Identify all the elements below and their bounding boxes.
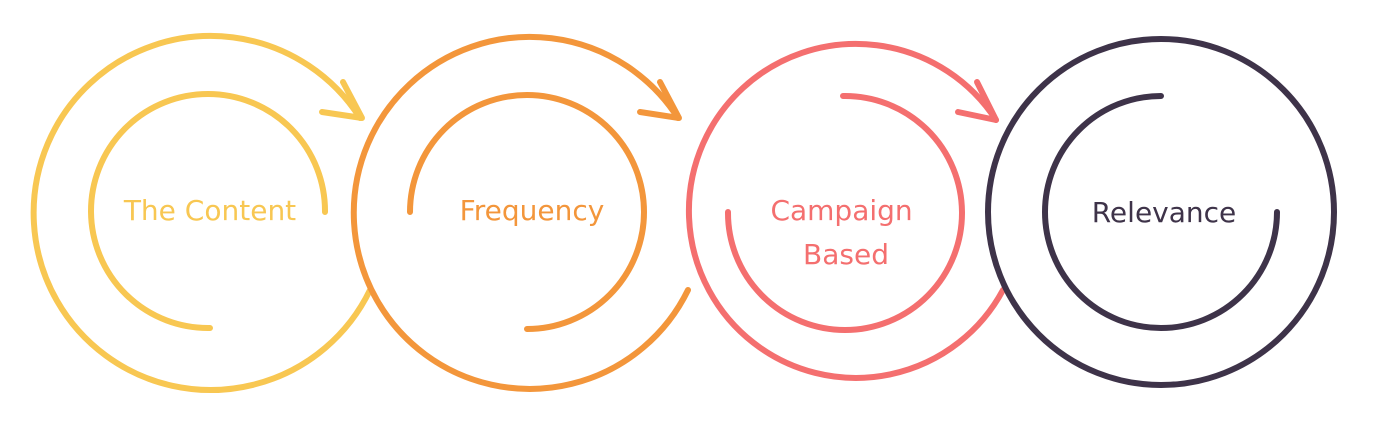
stage-label-line: Campaign [770,194,912,227]
arrowhead-icon [955,79,999,123]
stage-frequency: Frequency [350,33,691,392]
stage-label-line: Frequency [460,194,605,227]
stage-relevance: Relevance [985,36,1337,388]
circular-arrow-icon [685,40,1006,381]
circular-arrow-icon [350,33,691,392]
stage-label-line: Based [803,238,889,271]
inner-arc-icon [407,92,647,332]
stage-label: The Content [123,194,296,227]
stage-label-line: Relevance [1092,196,1237,229]
stage-label: Relevance [1092,196,1237,229]
inner-arc-icon [1042,93,1280,331]
inner-arc-icon [724,92,965,333]
inner-arc-icon [88,91,329,332]
stage-label: Frequency [460,194,605,227]
stage-campaign-based: Campaign Based [685,40,1006,381]
arrowhead-icon [319,79,365,121]
stage-the-content: The Content [30,32,373,393]
arrowhead-icon [637,79,682,121]
stage-label-line: The Content [123,194,296,227]
closed-circle-icon [985,36,1337,388]
circular-arrow-icon [30,32,373,393]
stage-label: Campaign Based [770,194,921,271]
